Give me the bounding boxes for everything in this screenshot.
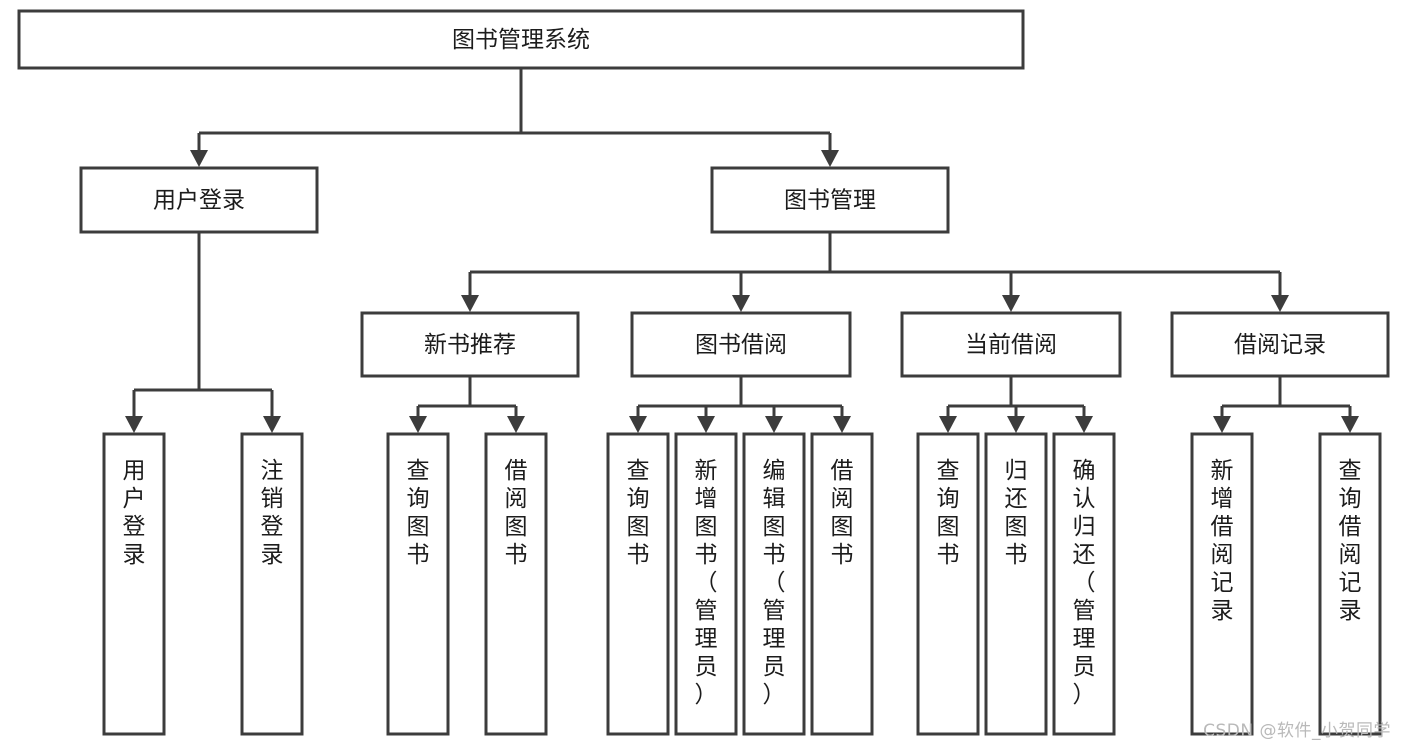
node-layer: 图书管理系统用户登录图书管理新书推荐图书借阅当前借阅借阅记录用户登录注销登录查询… (17, 9, 1390, 736)
node-label: 用户登录 (153, 188, 245, 214)
node-level2-1[interactable]: 图书借阅 (630, 311, 852, 378)
arrow-head (1007, 416, 1025, 433)
node-label: 查询图书 (937, 458, 960, 568)
arrow-head (190, 150, 208, 167)
node-label: 编辑图书（管理员） (763, 458, 786, 708)
node-label: 查询图书 (627, 458, 650, 568)
node-label: 归还图书 (1005, 458, 1028, 568)
node-leaf-3[interactable]: 借阅图书 (484, 432, 548, 736)
arrow-head (507, 416, 525, 433)
node-label: 借阅图书 (505, 458, 528, 568)
arrow-head (1075, 416, 1093, 433)
node-label: 新增图书（管理员） (695, 458, 718, 708)
arrow-head (1341, 416, 1359, 433)
node-leaf-11[interactable]: 新增借阅记录 (1190, 432, 1254, 736)
node-leaf-7[interactable]: 借阅图书 (810, 432, 874, 736)
node-label: 查询借阅记录 (1339, 458, 1362, 624)
node-leaf-8[interactable]: 查询图书 (916, 432, 980, 736)
node-label: 确认归还（管理员） (1073, 458, 1096, 708)
node-label: 图书管理系统 (452, 27, 590, 53)
node-label: 查询图书 (407, 458, 430, 568)
node-leaf-0[interactable]: 用户登录 (102, 432, 166, 736)
node-label: 当前借阅 (965, 332, 1057, 358)
watermark-text: CSDN @软件_小贺同学 (1203, 721, 1391, 741)
node-leaf-9[interactable]: 归还图书 (984, 432, 1048, 736)
arrow-head (409, 416, 427, 433)
node-level2-2[interactable]: 当前借阅 (900, 311, 1122, 378)
arrow-head (939, 416, 957, 433)
arrow-head (629, 416, 647, 433)
node-level1-1[interactable]: 图书管理 (710, 166, 950, 234)
node-label: 借阅图书 (831, 458, 854, 568)
node-leaf-1[interactable]: 注销登录 (240, 432, 304, 736)
node-leaf-6[interactable]: 编辑图书（管理员） (742, 432, 806, 736)
node-label: 新增借阅记录 (1211, 458, 1234, 624)
node-level1-0[interactable]: 用户登录 (79, 166, 319, 234)
arrow-head (125, 416, 143, 433)
arrow-head (263, 416, 281, 433)
arrow-head (1213, 416, 1231, 433)
node-label: 借阅记录 (1234, 332, 1326, 358)
arrow-head (461, 295, 479, 312)
arrow-head (732, 295, 750, 312)
node-label: 图书借阅 (695, 332, 787, 358)
node-label: 用户登录 (123, 458, 146, 568)
node-leaf-2[interactable]: 查询图书 (386, 432, 450, 736)
arrow-head (1002, 295, 1020, 312)
connector-layer (125, 68, 1359, 433)
node-label: 新书推荐 (424, 332, 516, 358)
node-level2-0[interactable]: 新书推荐 (360, 311, 580, 378)
arrow-head (765, 416, 783, 433)
node-leaf-5[interactable]: 新增图书（管理员） (674, 432, 738, 736)
node-leaf-10[interactable]: 确认归还（管理员） (1052, 432, 1116, 736)
arrow-head (697, 416, 715, 433)
node-label: 注销登录 (261, 458, 284, 568)
node-root[interactable]: 图书管理系统 (17, 9, 1025, 70)
node-level2-3[interactable]: 借阅记录 (1170, 311, 1390, 378)
arrow-head (821, 150, 839, 167)
node-label: 图书管理 (784, 188, 876, 214)
node-leaf-4[interactable]: 查询图书 (606, 432, 670, 736)
node-leaf-12[interactable]: 查询借阅记录 (1318, 432, 1382, 736)
arrow-head (1271, 295, 1289, 312)
arrow-head (833, 416, 851, 433)
